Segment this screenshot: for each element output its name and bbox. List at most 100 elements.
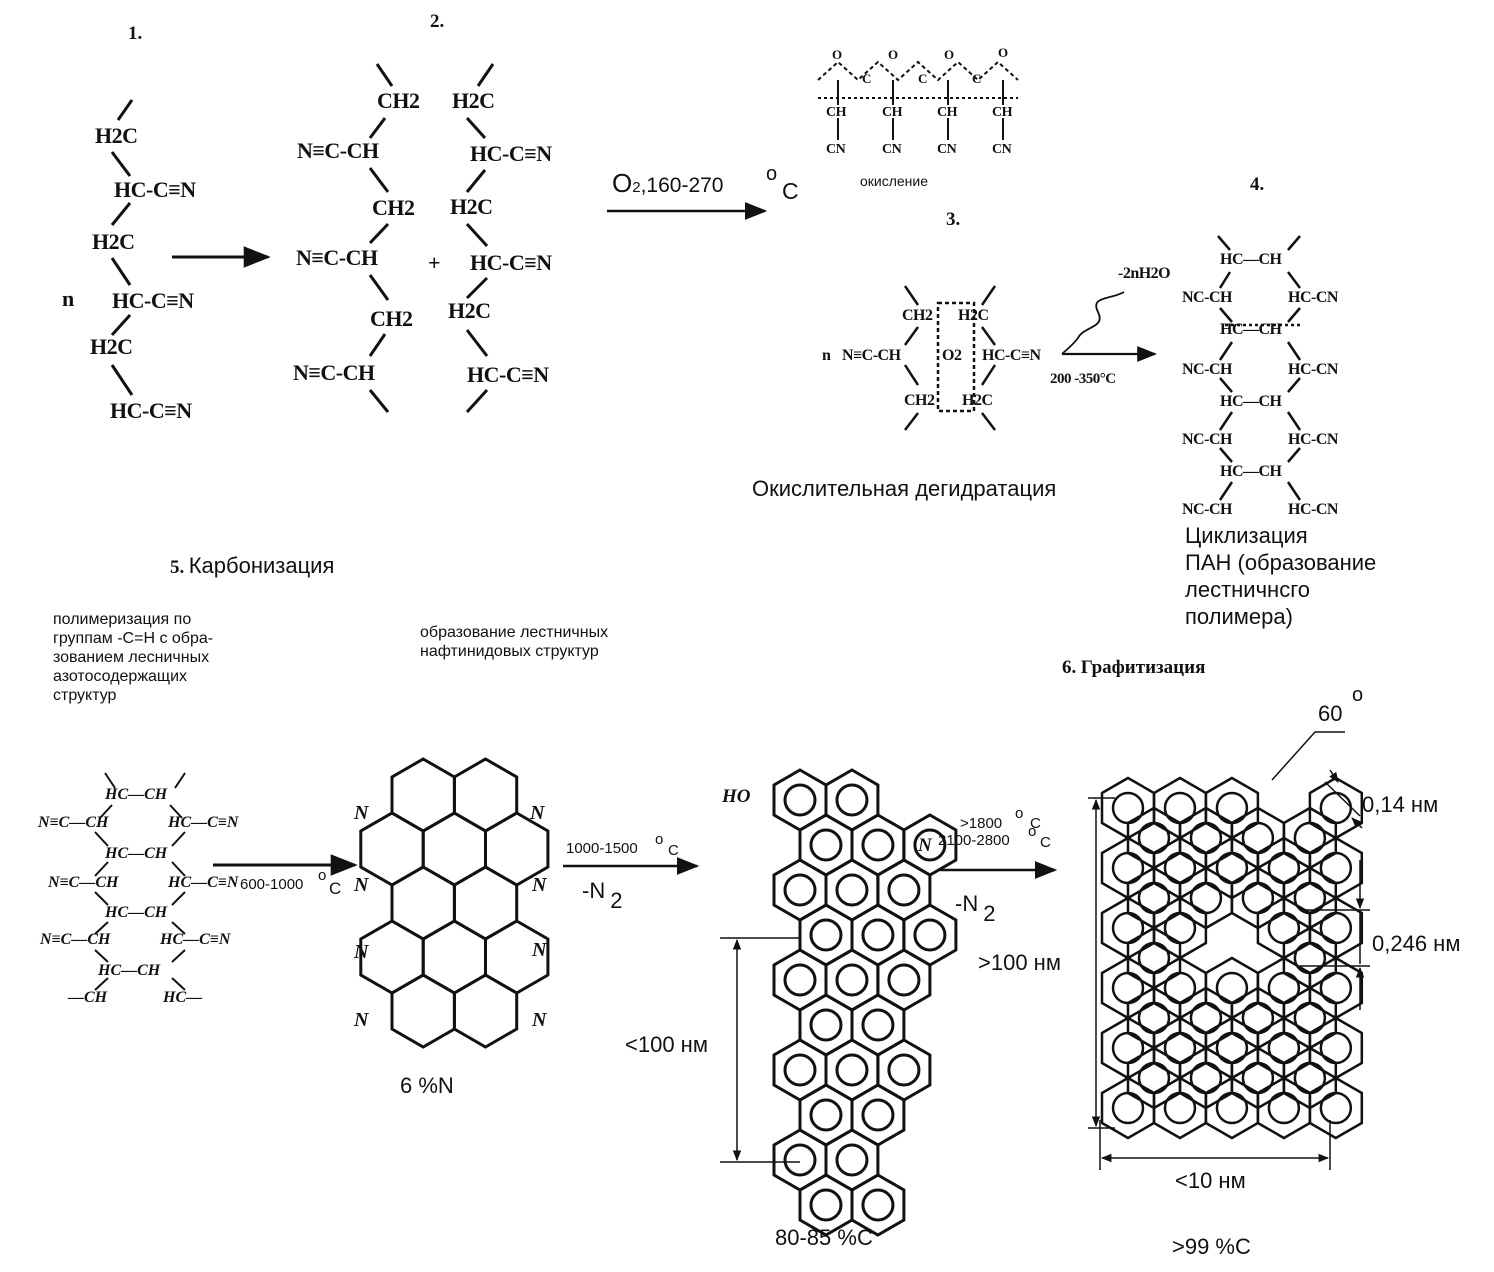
ox-atom-c2: C xyxy=(918,71,927,86)
npoly-hc-cn-3: HC—C≡N xyxy=(160,931,231,948)
carbon-hex-ring xyxy=(887,873,921,907)
graphite-hex-ring xyxy=(1267,1091,1301,1125)
graphite-hex-ring xyxy=(1267,911,1301,945)
graphite-hex-ring xyxy=(1163,911,1197,945)
ladder-hc-ch-3: HC—CH xyxy=(1220,393,1282,410)
oxidation-degree: o xyxy=(766,163,778,185)
step-number-6: 6. xyxy=(1062,657,1077,678)
lattice-n-4: N xyxy=(532,874,547,896)
carbon-hex-ring xyxy=(783,1143,817,1177)
graphite-hex-ring xyxy=(1163,1091,1197,1125)
ladder-hc-cn-4: HC-CN xyxy=(1288,501,1338,518)
ladder-label: Циклизация ПАН (образование лестничнсго … xyxy=(1185,523,1377,629)
carbon-hex-ring xyxy=(783,1053,817,1087)
polymer-left-6: N≡C-CH xyxy=(293,360,375,385)
ox-atom-ch4: CH xyxy=(992,105,1013,120)
lattice-n-1: N xyxy=(354,802,369,824)
graphitization-title: Графитизация xyxy=(1080,657,1206,678)
graphite-hex-ring xyxy=(1111,911,1145,945)
graphite-hex-ring xyxy=(1267,1031,1301,1065)
dehydration-right: HC-C≡N xyxy=(982,347,1041,364)
carbon-hex-ring xyxy=(861,1008,895,1042)
graphite-hex-ring xyxy=(1111,1031,1145,1065)
ox-atom-cn2: CN xyxy=(882,142,902,157)
dehydration-top-right: H2C xyxy=(958,307,989,324)
monomer-bonds xyxy=(110,99,134,396)
graphite-hex-ring xyxy=(1241,821,1275,855)
polymer-plus: + xyxy=(428,250,441,275)
carbon-hex-ring xyxy=(783,873,817,907)
ox-atom-o3: O xyxy=(944,47,954,62)
graphite-hex-ring xyxy=(1293,821,1327,855)
carbon-hex-ring xyxy=(861,918,895,952)
naphthyridine-hex xyxy=(452,865,519,941)
polymer-left-1: CH2 xyxy=(377,88,420,113)
graphite-hex-ring xyxy=(1111,851,1145,885)
carbonization-gas-n: -N xyxy=(582,878,606,903)
npoly-hc-cn-2: HC—C≡N xyxy=(168,874,239,891)
carbon-lattice-n: N xyxy=(918,835,932,856)
graphite-hex-ring xyxy=(1293,881,1327,915)
graphite-hex-ring xyxy=(1215,791,1249,825)
polymer-right-4: HC-C≡N xyxy=(470,250,552,275)
graphite-content: >99 %C xyxy=(1172,1234,1251,1259)
naphthyridine-hex xyxy=(452,973,519,1049)
graphite-hex-ring xyxy=(1137,941,1171,975)
graphitization-title-row: 6. Графитизация xyxy=(1062,658,1205,677)
ox-atom-o4: O xyxy=(998,45,1008,60)
ox-atom-c1: C xyxy=(862,71,871,86)
dehydration-top-left: CH2 xyxy=(902,307,933,324)
dehydration-temp: 200 -350°C xyxy=(1050,371,1116,387)
ladder-hc-cn-3: HC-CN xyxy=(1288,431,1338,448)
carbon-hex-ring xyxy=(835,1053,869,1087)
graphite-hex-ring xyxy=(1241,1061,1275,1095)
step-number-2: 2. xyxy=(430,11,445,32)
carbonization-note-left: полимеризация по группам -C=H с обра- зо… xyxy=(53,611,214,704)
ox-atom-cn1: CN xyxy=(826,142,846,157)
graphite-lattice xyxy=(1100,776,1364,1140)
oxidation-condition: O2,160-270 xyxy=(612,170,723,196)
ox-atom-ch1: CH xyxy=(826,105,847,120)
carbonization-title: Карбонизация xyxy=(188,553,335,578)
ladder-hc-cn-1: HC-CN xyxy=(1288,289,1338,306)
polymer-bonds xyxy=(368,63,495,414)
graphite-hex-ring xyxy=(1189,881,1223,915)
carbonization-note-right: образование лестничных нафтинидовых стру… xyxy=(420,624,609,660)
npoly-hc-end: HC— xyxy=(163,989,203,1006)
graphite-hex xyxy=(1308,1076,1364,1140)
graphite-bond-length: 0,14 нм xyxy=(1362,792,1439,817)
lattice-n-5: N xyxy=(354,941,369,963)
ox-atom-o2: O xyxy=(888,47,898,62)
carbon-hex-ring xyxy=(809,1188,843,1222)
monomer-group-5: H2C xyxy=(90,334,133,359)
graphite-hex-ring xyxy=(1137,881,1171,915)
carbonization-gas-sub: 2 xyxy=(610,888,623,913)
graphitization-cond-b: 2100-2800 xyxy=(938,832,1010,849)
npoly-nc-ch-1: N≡C—CH xyxy=(38,814,109,831)
carbon-hex-ring xyxy=(913,918,947,952)
lattice-n-8: N xyxy=(532,1009,547,1031)
graphite-hex-ring xyxy=(1111,791,1145,825)
dehydration-left: N≡C-CH xyxy=(842,347,901,364)
oxidation-label: окисление xyxy=(860,173,929,189)
carbon-hex-ring xyxy=(783,963,817,997)
graphite-interlayer-spacing: 0,246 нм xyxy=(1372,931,1461,956)
graphitization-cond-b-unit: C xyxy=(1040,834,1051,851)
npoly-hc-cn-1: HC—C≡N xyxy=(168,814,239,831)
lattice-n-6: N xyxy=(532,939,547,961)
naphthyridine-hex xyxy=(452,757,519,833)
graphite-hex-ring xyxy=(1163,851,1197,885)
oxidation-product-bonds xyxy=(817,60,1019,140)
carbonization-cond-1-unit: C xyxy=(329,879,342,898)
carbonization-cond-2-deg: o xyxy=(655,831,664,848)
graphite-hex-ring xyxy=(1319,1091,1353,1125)
graphitization-cond-b-deg: o xyxy=(1028,823,1037,840)
ox-atom-o1: O xyxy=(832,47,842,62)
dehydration-bottom-right: H2C xyxy=(962,392,993,409)
naphthyridine-hex xyxy=(390,973,456,1049)
graphitization-gas-sub: 2 xyxy=(983,901,996,926)
npoly-hc-ch-3: HC—CH xyxy=(105,904,168,921)
graphite-hex-ring xyxy=(1163,1031,1197,1065)
carbonization-title-row: 5. Карбонизация xyxy=(170,553,335,578)
